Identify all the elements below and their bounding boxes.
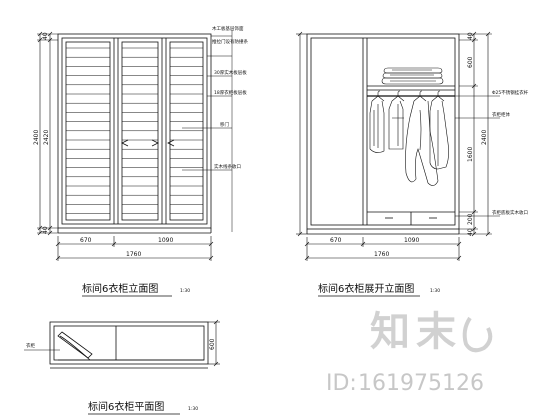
right-view-title: 标间6衣柜展开立面图	[318, 282, 414, 295]
door-handle-icons	[121, 139, 175, 147]
plan-dim	[24, 319, 220, 367]
left-elevation	[57, 33, 212, 234]
folded-clothes-icon	[381, 67, 444, 85]
right-dim-2400: 2400	[481, 130, 488, 145]
left-dim-top: 40	[42, 32, 49, 40]
watermark-logo-icon	[462, 316, 493, 353]
right-dim-670: 670	[330, 237, 342, 244]
left-leaders	[182, 30, 233, 232]
plan-dim-600: 600	[209, 338, 216, 350]
plan-view-scale: 1:30	[188, 406, 198, 412]
right-view-scale: 1:30	[430, 288, 440, 294]
left-note-3: 30厚实木板层板	[214, 69, 247, 76]
right-dim-horizontal	[304, 237, 462, 261]
right-dim-top: 40	[467, 32, 474, 40]
left-note-2: 推拉门设有防撞条	[212, 38, 248, 45]
watermark-brand: 知末	[370, 309, 462, 355]
right-note-1: Φ25不锈钢挂衣杆	[492, 89, 529, 96]
right-dim-1600: 1600	[467, 147, 474, 162]
plan-view	[49, 321, 209, 369]
right-note-2: 衣柜柜体	[492, 111, 510, 118]
left-view-title: 标间6衣柜立面图	[82, 282, 158, 295]
right-dim-right	[459, 31, 492, 237]
plan-view-title: 标间6衣柜平面图	[88, 400, 164, 413]
right-dim-600: 600	[467, 56, 474, 68]
left-note-4: 18厚衣柜板层板	[214, 89, 247, 96]
watermark-id-label: ID:	[326, 371, 357, 396]
left-dim-horizontal	[55, 236, 214, 261]
watermark-id-value: 161975126	[358, 371, 484, 396]
left-dim-height-b: 2420	[43, 130, 50, 145]
left-dim-1090: 1090	[158, 237, 173, 244]
left-note-5: 移门	[220, 121, 229, 128]
left-note-1: 木工板基层饰面	[212, 25, 244, 32]
plan-note: 衣柜	[26, 342, 35, 349]
right-dim-200: 200	[467, 213, 474, 225]
right-dim-left	[296, 31, 307, 237]
right-dim-1090: 1090	[404, 237, 419, 244]
left-dim-vertical	[37, 31, 58, 236]
right-dim-1760: 1760	[374, 251, 389, 258]
right-leaders	[388, 95, 500, 217]
left-note-6: 实木线条收口	[214, 163, 241, 170]
left-dim-height-a: 2400	[33, 130, 40, 145]
right-dim-bottom: 40	[467, 228, 474, 236]
left-view-scale: 1:30	[180, 288, 190, 294]
right-note-3: 衣柜底板实木收口	[492, 209, 528, 216]
left-dim-670: 670	[80, 237, 92, 244]
right-elevation	[306, 33, 460, 235]
hanging-clothes-icon	[369, 90, 449, 186]
left-door-slats	[66, 47, 203, 214]
left-dim-bottom: 40	[42, 226, 49, 234]
left-dim-1760: 1760	[126, 251, 141, 258]
